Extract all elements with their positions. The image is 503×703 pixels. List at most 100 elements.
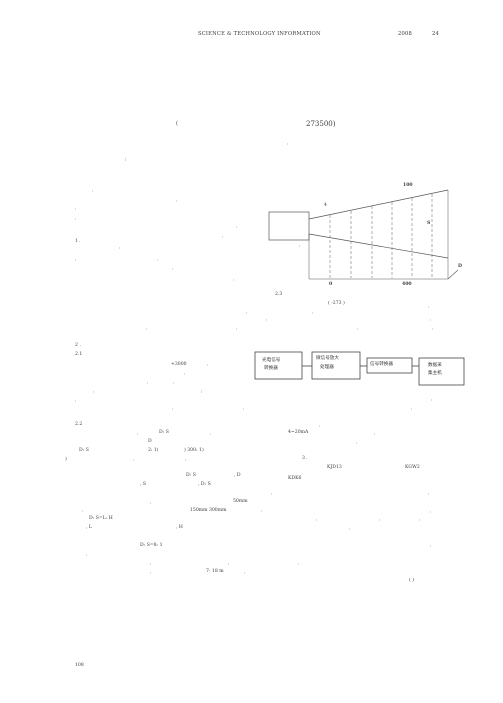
text-mark: , xyxy=(349,526,351,531)
text-mark: , xyxy=(93,389,95,394)
l-mark: , L xyxy=(86,525,92,530)
text-mark: , xyxy=(432,326,434,331)
ratio-300: ) 300: 1) xyxy=(184,448,204,453)
section-2-2: 2.2 xyxy=(75,422,83,427)
item-3: 3 xyxy=(302,456,305,461)
text-mark: , xyxy=(137,431,139,436)
text-mark: , xyxy=(228,561,230,566)
text-mark: , xyxy=(146,326,148,331)
ratio-ds-1: D: S xyxy=(159,430,169,435)
text-mark: , xyxy=(266,317,268,322)
text-mark: , xyxy=(150,500,152,505)
text-mark: , xyxy=(236,224,238,229)
text-mark: , xyxy=(374,431,376,436)
dist-50mm: 50mm xyxy=(233,499,248,504)
text-mark: . xyxy=(79,239,81,244)
header-year: 2008 xyxy=(398,31,413,37)
text-mark: , xyxy=(233,277,235,282)
text-mark: , xyxy=(150,570,152,575)
text-mark: , xyxy=(207,362,209,367)
text-mark: , xyxy=(222,234,224,239)
upper-beam-line xyxy=(308,189,449,220)
block-4-line2: 集主机 xyxy=(428,371,442,376)
section-1: 1 xyxy=(75,239,78,244)
text-mark: , xyxy=(246,310,248,315)
text-mark: , xyxy=(299,243,301,248)
journal-header: SCIENCE & TECHNOLOGY INFORMATION xyxy=(198,31,321,37)
text-mark: , xyxy=(298,561,300,566)
sensor-box xyxy=(268,211,310,241)
text-mark: , xyxy=(82,508,84,513)
text-mark: , xyxy=(119,245,121,250)
text-mark: , xyxy=(379,517,381,522)
text-mark: , xyxy=(312,310,314,315)
text-mark: , xyxy=(411,406,413,411)
section-2-3: 2.3 xyxy=(275,292,283,297)
fig1-label-0: 0 xyxy=(329,282,333,287)
affiliation-paren: ( xyxy=(176,121,179,127)
fig1-label-400: 400 xyxy=(402,282,412,287)
close-paren: ) xyxy=(65,457,67,462)
text-mark: , xyxy=(157,257,159,262)
text-mark: , xyxy=(75,398,77,403)
text-mark: ; xyxy=(201,389,203,394)
text-mark: , xyxy=(357,326,359,331)
section-2-1: 2.1 xyxy=(75,352,83,357)
text-mark: , xyxy=(356,440,358,445)
lower-beam-line xyxy=(308,233,449,259)
text-mark: , xyxy=(430,317,432,322)
text-mark: , xyxy=(287,141,289,146)
current-range: 4~20mA xyxy=(288,430,309,435)
section-2: 2 xyxy=(75,343,78,348)
text-mark: , xyxy=(261,508,263,513)
text-mark: , xyxy=(92,188,94,193)
text-mark: , xyxy=(319,423,321,428)
text-mark: , xyxy=(172,406,174,411)
text-mark: , xyxy=(150,561,152,566)
text-mark: , xyxy=(271,491,273,496)
text-mark: , xyxy=(428,491,430,496)
text-mark: , xyxy=(243,406,245,411)
formula-ds-lh: D: S=L: H xyxy=(89,516,113,521)
d-comma: , D xyxy=(234,473,241,478)
model-kdk6: KDK6 xyxy=(288,476,302,481)
fig1-label-s: S xyxy=(427,221,431,226)
text-mark: . xyxy=(306,456,308,461)
text-mark: , xyxy=(184,371,186,376)
text-mark: , xyxy=(173,380,175,385)
text-mark: , xyxy=(236,326,238,331)
text-mark: , xyxy=(176,198,178,203)
value-plus3000: +3000 xyxy=(171,362,187,367)
d-mark: D xyxy=(148,439,152,444)
text-mark: , xyxy=(172,266,174,271)
text-mark: , xyxy=(430,509,432,514)
affiliation-postal: 273500) xyxy=(306,120,336,128)
ratio-21: 2: 1( xyxy=(148,448,159,453)
fig1-label-d: D xyxy=(458,264,462,269)
s-comma: , S xyxy=(140,482,147,487)
text-mark: , xyxy=(86,552,88,557)
ratio-ds-4: , D: S xyxy=(198,482,211,487)
block-1 xyxy=(254,351,303,380)
block-1-line2: 转换器 xyxy=(264,366,278,371)
model-kjd13: KJD13 xyxy=(327,465,342,470)
range-7-18m: 7- 18 m xyxy=(206,569,224,574)
model-kgw2: KGW2 xyxy=(405,465,420,470)
block-1-line1: 光电信号 xyxy=(262,358,281,363)
text-mark: , xyxy=(419,517,421,522)
text-mark: , xyxy=(75,257,77,262)
fig1-label-100: 100 xyxy=(403,183,413,188)
block-4-line1: 数据采 xyxy=(428,363,442,368)
h-mark: , H xyxy=(176,525,183,530)
text-mark: . xyxy=(80,343,82,348)
ratio-ds-5: D: S=8: 1 xyxy=(140,543,163,548)
axis-arrow xyxy=(447,269,459,280)
block-3-line1: 信号转换器 xyxy=(370,362,393,367)
text-mark: , xyxy=(428,304,430,309)
text-mark: , xyxy=(75,216,77,221)
page-number: 108 xyxy=(75,663,84,668)
text-mark: , xyxy=(185,457,187,462)
temp-range: ( -273 ) xyxy=(328,301,345,306)
ratio-ds-3: D: S xyxy=(186,473,196,478)
header-issue: 24 xyxy=(432,31,440,37)
